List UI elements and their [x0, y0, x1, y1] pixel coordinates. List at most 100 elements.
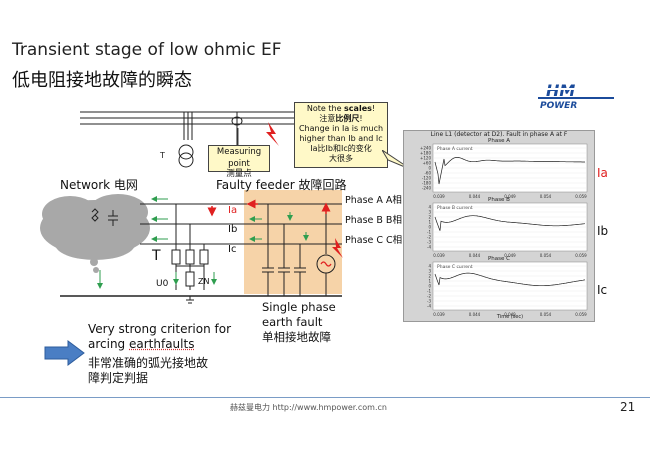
criterion-arrow-icon	[44, 340, 85, 366]
criterion-en1: Very strong criterion for	[88, 322, 231, 336]
x-tick-label: 0.039	[433, 253, 445, 258]
lightning-icon-fault	[332, 238, 343, 258]
x-tick-label: 0.054	[540, 312, 552, 317]
label-U0: U0	[156, 279, 169, 289]
x-tick-label: 0.059	[575, 253, 587, 258]
resistor-symbol	[91, 208, 99, 222]
panel-legend: Phase B current	[437, 205, 473, 211]
panel-legend: Phase C current	[437, 264, 473, 270]
label-Ic: Ic	[228, 244, 236, 255]
label-network: Network 电网	[60, 178, 138, 192]
network-current-arrows	[97, 196, 168, 289]
label-Ia: Ia	[228, 205, 237, 216]
x-tick-label: 0.044	[469, 312, 481, 317]
note-line1-bold: scales	[344, 104, 372, 113]
label-faulty-feeder: Faulty feeder 故障回路	[216, 178, 347, 192]
scales-note: Note the scales! 注意比例尺! Change in Ia is …	[294, 102, 388, 168]
oscillograph-title: Line L1 (detector at D2). Fault in phase…	[430, 131, 568, 138]
single-phase-en1: Single phase	[262, 300, 336, 314]
y-tick-label: -3	[427, 299, 431, 304]
x-tick-label: 0.059	[575, 312, 587, 317]
y-tick-label: 4	[428, 205, 431, 210]
circuit-diagram: T	[40, 111, 342, 304]
y-tick-label: -1	[427, 230, 431, 235]
y-tick-label: 3	[428, 210, 431, 215]
y-tick-label: +60	[423, 161, 432, 166]
y-tick-label: -240	[422, 186, 432, 191]
criterion-en2-underlined: earthfaults	[129, 337, 195, 351]
panel-legend: Phase A current	[437, 146, 473, 152]
waveform-2	[434, 215, 586, 231]
note-line1-prefix: Note the	[306, 104, 345, 113]
network-cloud	[40, 194, 150, 273]
label-ZN: ZN	[198, 277, 209, 286]
x-tick-label: 0.049	[504, 194, 516, 199]
label-phase-a: Phase A A相	[345, 195, 402, 206]
y-tick-label: 4	[428, 264, 431, 269]
ac-source-icon	[320, 261, 332, 267]
note-line4: higher than Ib and Ic	[299, 134, 383, 143]
y-tick-label: 1	[428, 279, 431, 284]
right-label-Ia: Ia	[597, 166, 608, 180]
waveform-3	[434, 272, 586, 287]
waveform-1	[434, 157, 585, 185]
lightning-icon-top	[266, 122, 279, 146]
y-tick-label: -120	[422, 176, 432, 181]
criterion-zh2: 障判定判据	[88, 371, 149, 385]
footer-text: 赫兹曼电力 http://www.hmpower.com.cn	[230, 403, 387, 412]
measuring-point-callout: Measuring point 测量点	[208, 145, 270, 179]
y-tick-label: 0	[428, 284, 431, 289]
criterion-zh1: 非常准确的弧光接地故	[88, 356, 209, 370]
x-tick-label: 0.039	[433, 312, 445, 317]
y-tick-label: -60	[424, 171, 431, 176]
feeder-overlay	[244, 199, 343, 296]
top-busbars	[80, 111, 300, 168]
note-line1-suffix: !	[371, 104, 376, 113]
y-tick-label: 0	[428, 166, 431, 171]
note-line5: Ia比Ib和Ic的变化	[310, 144, 372, 153]
y-tick-label: -2	[427, 235, 431, 240]
measuring-point-zh: 测量点	[226, 169, 252, 179]
note-line2-prefix: 注意	[319, 114, 336, 123]
y-tick-label: 2	[428, 274, 431, 279]
x-tick-label: 0.039	[433, 194, 445, 199]
single-phase-en2: earth fault	[262, 315, 323, 329]
slide-title-en: Transient stage of low ohmic EF	[12, 40, 282, 60]
label-Ib: Ib	[228, 224, 237, 235]
right-label-Ic: Ic	[597, 283, 608, 297]
y-tick-label: -1	[427, 289, 431, 294]
panel-name: Phase C	[488, 256, 510, 262]
criterion-en2-prefix: arcing	[88, 337, 129, 351]
x-axis-label: Time (sec)	[496, 314, 523, 320]
y-tick-label: +240	[420, 146, 431, 151]
logo-line2: POWER	[540, 101, 577, 110]
label-T-main: T	[151, 248, 161, 264]
y-tick-label: +180	[420, 151, 431, 156]
x-tick-label: 0.054	[540, 194, 552, 199]
x-tick-label: 0.044	[469, 253, 481, 258]
note-line2-suffix: !	[359, 114, 363, 123]
note-line3: Change in Ia is much	[298, 124, 384, 133]
y-tick-label: -4	[427, 245, 431, 250]
y-tick-label: -180	[422, 181, 432, 186]
note-line6: 大很多	[329, 154, 353, 163]
criterion-zh: 非常准确的弧光接地故 障判定判据	[88, 356, 208, 386]
page-number: 21	[620, 400, 636, 414]
y-tick-label: +120	[420, 156, 431, 161]
logo-line1: HM	[546, 81, 575, 100]
y-tick-label: 0	[428, 225, 431, 230]
note-line2-bold: 比例尺	[335, 114, 360, 123]
y-tick-label: 2	[428, 215, 431, 220]
label-T-top: T	[159, 151, 165, 160]
x-tick-label: 0.049	[504, 253, 516, 258]
y-tick-label: 3	[428, 269, 431, 274]
callout-pointer	[237, 128, 239, 145]
single-phase-zh: 单相接地故障	[262, 330, 331, 344]
y-tick-label: -4	[427, 304, 431, 309]
footer-divider	[0, 397, 650, 398]
hmpower-logo: HM POWER	[538, 81, 614, 110]
x-tick-label: 0.044	[469, 194, 481, 199]
label-phase-c: Phase C C相	[345, 235, 403, 246]
right-label-Ib: Ib	[597, 224, 609, 238]
y-tick-label: -2	[427, 294, 431, 299]
